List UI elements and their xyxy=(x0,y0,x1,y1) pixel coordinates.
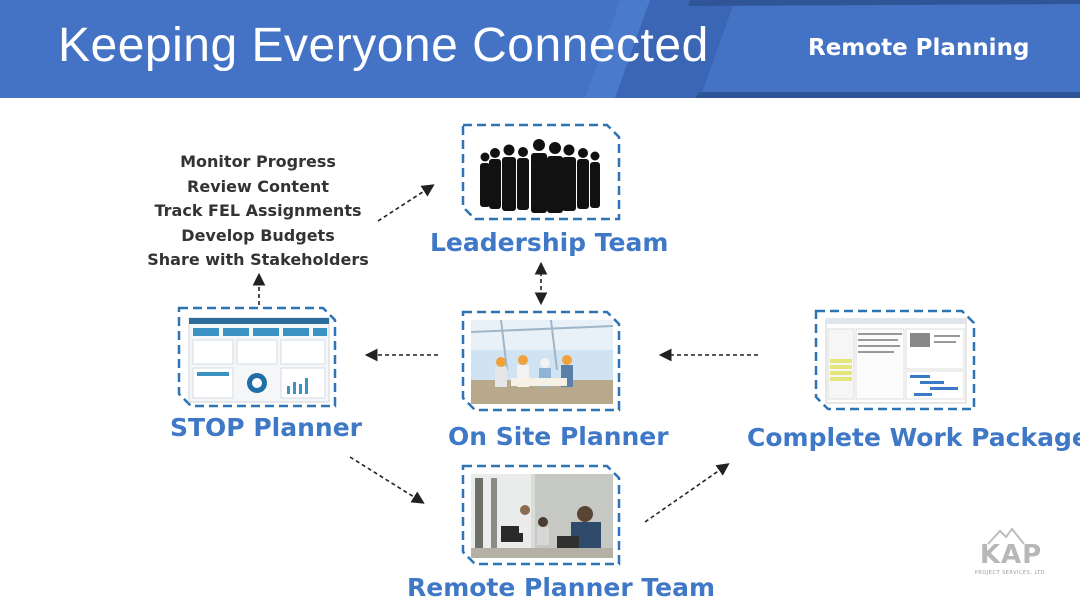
construction-site-photo-image xyxy=(461,310,621,412)
logo-text: KAP xyxy=(979,540,1043,570)
arrow-tasks-to-leadership xyxy=(377,184,435,222)
dashboard-screenshot-image xyxy=(177,306,337,408)
arrow-remote-to-package xyxy=(644,463,730,523)
remote-planner-team-frame xyxy=(461,464,621,566)
company-logo: KAP PROJECT SERVICES, LTD. xyxy=(966,526,1056,581)
complete-work-package-frame xyxy=(814,309,976,411)
header-band: Keeping Everyone Connected Remote Planni… xyxy=(0,0,1080,98)
task-item: Share with Stakeholders xyxy=(147,250,369,269)
task-item: Track FEL Assignments xyxy=(154,201,362,220)
section-subtitle: Remote Planning xyxy=(808,35,1030,61)
mountain-icon xyxy=(987,527,1025,545)
leadership-team-frame xyxy=(461,123,621,221)
remote-planner-team-label: Remote Planner Team xyxy=(407,573,715,602)
task-item: Monitor Progress xyxy=(180,152,336,171)
logo-subtext: PROJECT SERVICES, LTD. xyxy=(974,570,1048,576)
arrow-stop-to-remote xyxy=(349,456,425,504)
leadership-team-label: Leadership Team xyxy=(430,228,669,257)
page-title: Keeping Everyone Connected xyxy=(58,19,709,72)
business-team-silhouette-image xyxy=(461,123,621,221)
task-item: Develop Budgets xyxy=(181,225,335,245)
task-list: Monitor Progress Review Content Track FE… xyxy=(138,150,378,273)
office-team-photo-image xyxy=(461,464,621,566)
on-site-planner-label: On Site Planner xyxy=(448,422,669,451)
on-site-planner-frame xyxy=(461,310,621,412)
stop-planner-frame xyxy=(177,306,337,408)
task-item: Review Content xyxy=(187,176,329,196)
header-background xyxy=(0,0,1080,98)
schedule-screenshot-image xyxy=(814,309,976,411)
complete-work-package-label: Complete Work Package xyxy=(747,423,1080,452)
stop-planner-label: STOP Planner xyxy=(170,413,362,442)
